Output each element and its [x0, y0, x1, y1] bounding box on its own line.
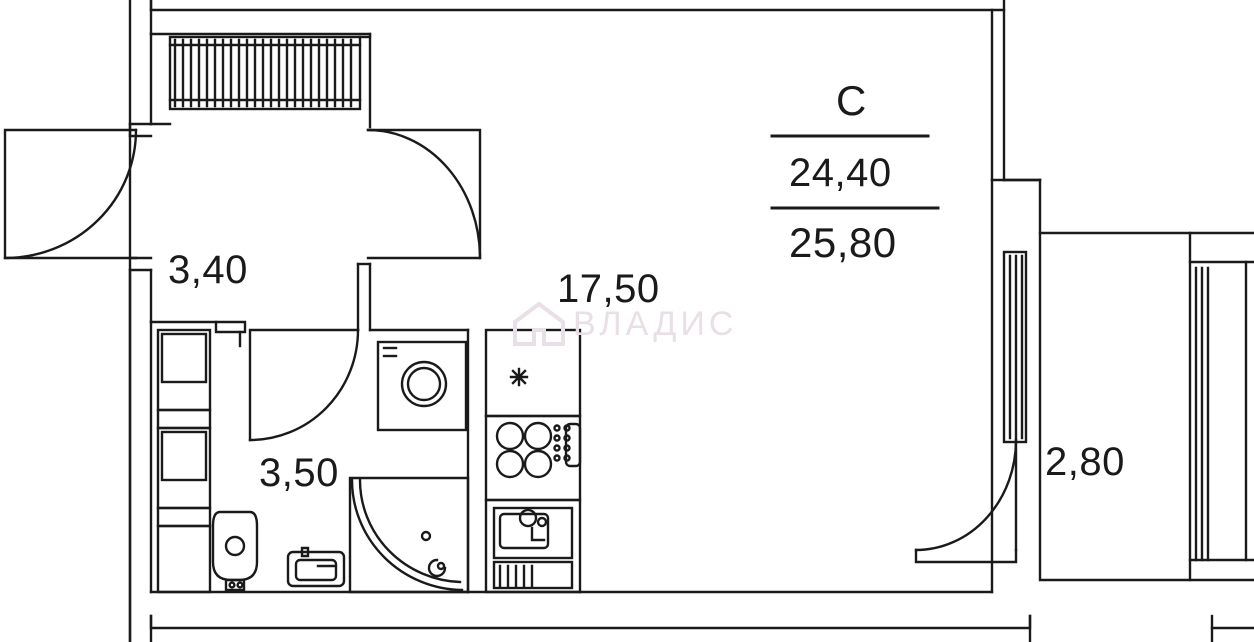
room-area-balcony: 2,80 [1045, 440, 1125, 484]
room-area-living-kitchen: 17,50 [557, 267, 660, 311]
room-area-bathroom: 3,50 [259, 451, 339, 495]
room-area-hall: 3,40 [168, 248, 248, 292]
watermark-text: ВЛАДИС [573, 305, 738, 343]
area-main-label: 24,40 [789, 151, 892, 195]
apartment-type-label: C [836, 77, 867, 124]
area-total-label: 25,80 [789, 219, 897, 266]
watermark-logo-icon [513, 301, 565, 346]
wall-outlines [3, 0, 1254, 642]
